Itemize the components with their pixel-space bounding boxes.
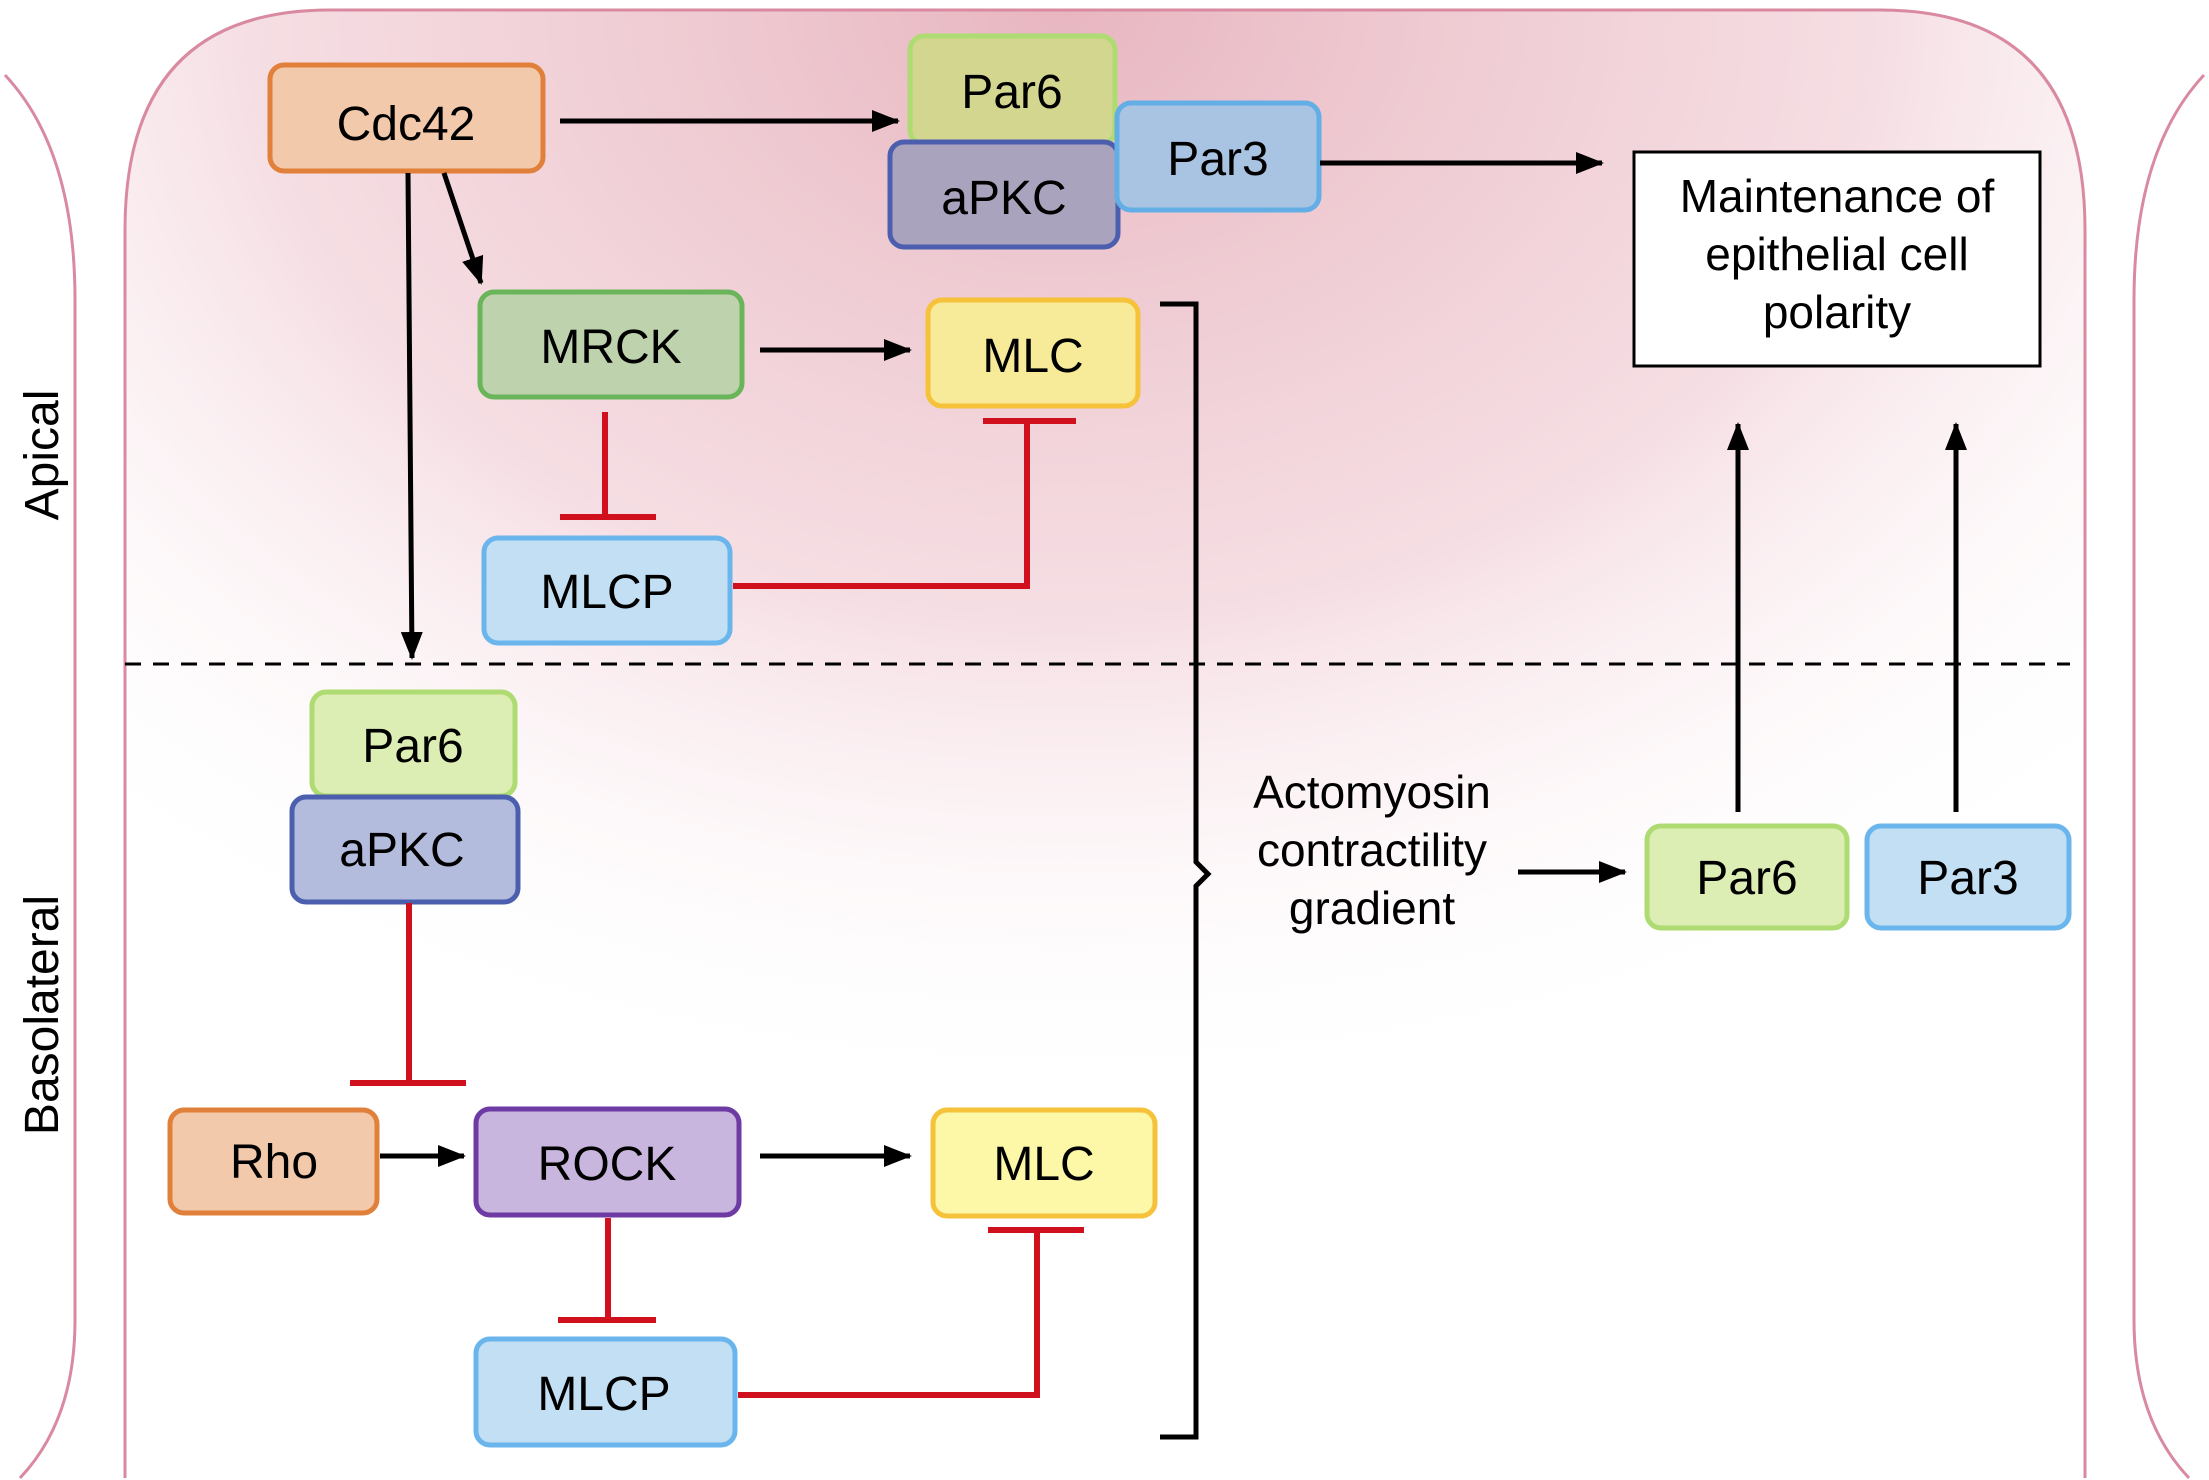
cell-membrane-right-neighbor — [2132, 73, 2206, 1480]
node-mlc-basolateral: MLC — [930, 1107, 1158, 1219]
node-par3-output: Par3 — [1864, 823, 2072, 931]
node-par6-output: Par6 — [1644, 823, 1850, 931]
node-mrck-label: MRCK — [540, 321, 681, 374]
gradient-bracket — [1160, 301, 1212, 1440]
inhibit-rock-to-mlcp — [558, 1218, 656, 1323]
node-apkc-apical: aPKC — [887, 139, 1121, 250]
node-par3-apical: Par3 — [1114, 100, 1322, 213]
polarity-line-2: epithelial cell — [1705, 228, 1968, 280]
node-mlc-apical: MLC — [925, 297, 1141, 409]
node-mlc-apical-label: MLC — [982, 330, 1083, 383]
arrow-cdc42-to-basolateral — [400, 172, 423, 660]
inhibit-mlcp-to-mlc-apical — [733, 418, 1076, 589]
actomyosin-gradient-label: Actomyosin contractility gradient — [1253, 766, 1491, 934]
apical-region-label: Apical — [16, 390, 69, 521]
polarity-line-1: Maintenance of — [1680, 170, 1995, 222]
basolateral-region-label: Basolateral — [16, 895, 69, 1135]
gradient-line-2: contractility — [1257, 824, 1487, 876]
polarity-outcome-box: Maintenance of epithelial cell polarity — [1632, 150, 2042, 368]
node-rock: ROCK — [473, 1106, 742, 1218]
cell-membrane-main — [123, 8, 2087, 1478]
node-par6-basolateral-label: Par6 — [362, 720, 463, 773]
node-rock-label: ROCK — [538, 1138, 677, 1191]
node-rho-label: Rho — [230, 1136, 318, 1189]
node-par6-output-label: Par6 — [1696, 852, 1797, 905]
inhibit-mlcp-to-mlc-basolateral — [738, 1227, 1084, 1398]
node-mrck: MRCK — [477, 289, 745, 400]
node-par6-apical: Par6 — [907, 33, 1118, 147]
node-cdc42-label: Cdc42 — [337, 98, 476, 151]
gradient-line-1: Actomyosin — [1253, 766, 1491, 818]
arrow-cdc42-to-mrck — [441, 172, 484, 285]
node-par6-apical-label: Par6 — [961, 66, 1062, 119]
node-rho: Rho — [167, 1107, 380, 1216]
node-mlc-basolateral-label: MLC — [993, 1138, 1094, 1191]
gradient-line-3: gradient — [1289, 882, 1455, 934]
node-apkc-basolateral: aPKC — [289, 794, 521, 905]
node-par6-basolateral: Par6 — [309, 689, 518, 799]
node-mlcp-apical: MLCP — [481, 535, 733, 646]
node-par3-apical-label: Par3 — [1167, 133, 1268, 186]
cell-membrane-left-neighbor — [3, 73, 77, 1480]
node-apkc-basolateral-label: aPKC — [339, 824, 464, 877]
node-par3-output-label: Par3 — [1917, 852, 2018, 905]
node-mlcp-basolateral: MLCP — [473, 1336, 738, 1448]
inhibit-apkc-to-rho — [350, 903, 466, 1086]
node-mlcp-apical-label: MLCP — [540, 566, 673, 619]
node-mlcp-basolateral-label: MLCP — [537, 1368, 670, 1421]
node-cdc42: Cdc42 — [267, 62, 546, 174]
polarity-line-3: polarity — [1763, 286, 1911, 338]
node-apkc-apical-label: aPKC — [941, 172, 1066, 225]
inhibit-mrck-to-mlcp — [560, 412, 656, 520]
